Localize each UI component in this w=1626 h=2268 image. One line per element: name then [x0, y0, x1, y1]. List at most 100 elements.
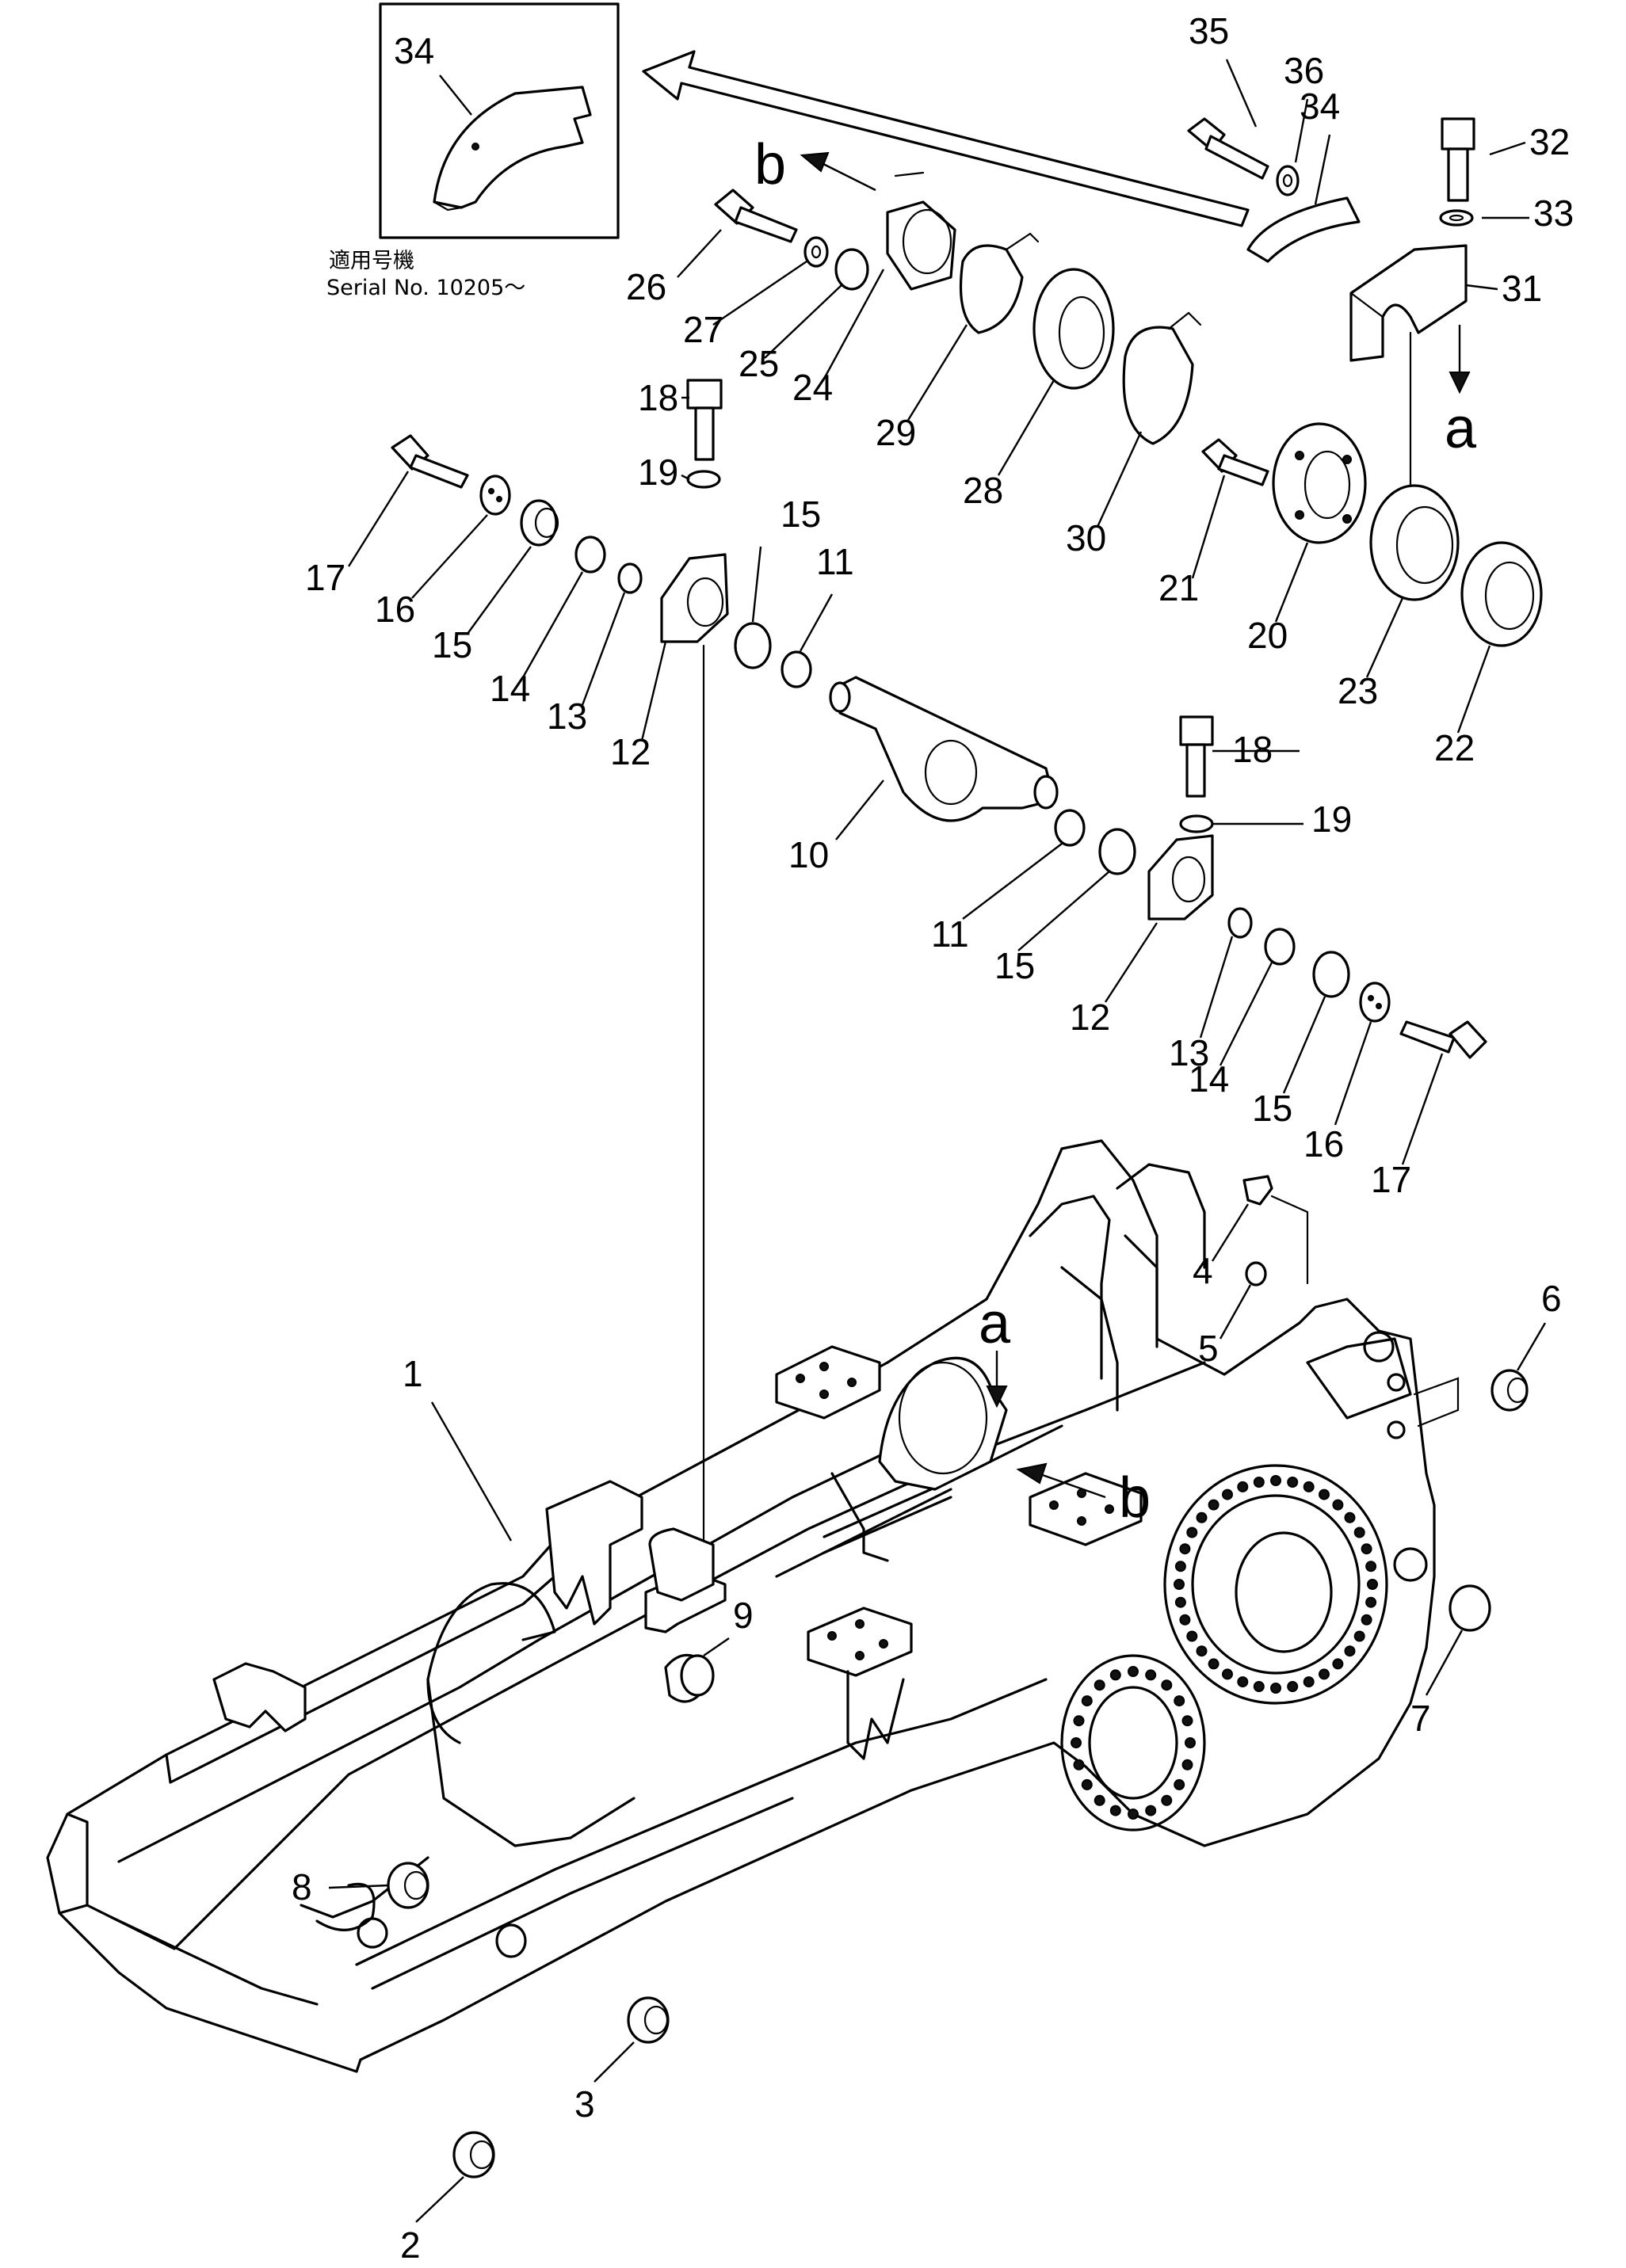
callout-c36: 36 — [1284, 50, 1324, 91]
leader-c29 — [906, 324, 968, 422]
bolt-hole — [1303, 1676, 1315, 1688]
leader-c15c — [1017, 871, 1110, 951]
frame-bushings — [387, 1175, 1529, 2178]
bolt-hole — [1109, 1669, 1121, 1681]
bearing-cap-31 — [1349, 244, 1468, 362]
callout-c20: 20 — [1247, 615, 1288, 656]
bolt-hole — [1361, 1614, 1372, 1626]
bolt-hole — [1332, 1499, 1344, 1511]
leader-c20 — [1274, 542, 1309, 623]
ring-20 — [1272, 422, 1367, 544]
bolt-hole — [1344, 1511, 1356, 1523]
bolt-hole — [1073, 1759, 1085, 1771]
bolt-hole — [1287, 1477, 1299, 1488]
bolt-hole — [1161, 1679, 1173, 1691]
callout-c34: 34 — [1300, 86, 1340, 127]
callout-c10: 10 — [788, 834, 829, 875]
callout-c4: 4 — [1193, 1250, 1213, 1291]
bolt-hole — [1344, 1645, 1356, 1657]
leader-c7 — [1425, 1630, 1464, 1696]
leader-c13a — [581, 592, 626, 706]
leader-c25 — [764, 284, 842, 359]
bolt-hole — [1174, 1561, 1186, 1572]
callout-c19a: 19 — [638, 452, 678, 493]
callout-c33: 33 — [1533, 192, 1574, 234]
bolt-hole — [1145, 1669, 1157, 1681]
callout-c30: 30 — [1066, 517, 1106, 558]
bolt-hole — [1196, 1511, 1208, 1523]
callout-c23: 23 — [1338, 670, 1378, 711]
callout-c14b: 14 — [1189, 1058, 1229, 1100]
leader-c3 — [594, 2041, 635, 2083]
bolt-hole — [1319, 1668, 1330, 1680]
callout-c2: 2 — [400, 2224, 421, 2266]
parts-upper-right — [1187, 117, 1475, 489]
callout-c6: 6 — [1541, 1278, 1562, 1319]
leader-c1 — [430, 1401, 513, 1542]
bolt-hole — [1185, 1737, 1196, 1748]
bolt-hole — [1174, 1579, 1185, 1590]
leader-c17b — [1401, 1053, 1444, 1165]
bolt-hole — [1094, 1794, 1105, 1806]
callout-c16a: 16 — [375, 589, 415, 630]
callout-c25: 25 — [739, 343, 779, 384]
callout-c1: 1 — [403, 1353, 423, 1394]
callout-c5: 5 — [1198, 1328, 1219, 1369]
bolt-hole — [1179, 1614, 1191, 1626]
inset-frame — [379, 2, 620, 239]
leader-c26 — [677, 229, 722, 278]
bolt-hole — [1128, 1809, 1139, 1820]
leader-c12b — [1104, 922, 1158, 1003]
view-letter-a-top: a — [1445, 397, 1477, 460]
bolt-hole — [1081, 1778, 1093, 1790]
bolt-hole — [1196, 1645, 1208, 1657]
bolt-hole — [1174, 1695, 1185, 1707]
bolt-hole — [1353, 1527, 1365, 1538]
bolt-hole — [1208, 1658, 1220, 1670]
callout-c13a: 13 — [547, 696, 587, 737]
bolt-hole — [1361, 1543, 1372, 1555]
leader-c30 — [1096, 431, 1143, 528]
inset-note-serial: Serial No. 10205～ — [326, 276, 525, 300]
callout-c14a: 14 — [490, 668, 530, 709]
callout-c3: 3 — [574, 2083, 595, 2125]
bolt-hole — [1073, 1715, 1085, 1727]
leader-c15a — [467, 546, 532, 635]
bolt-hole — [1332, 1658, 1344, 1670]
callout-c32: 32 — [1529, 121, 1570, 162]
leader-c11a — [799, 593, 834, 652]
leader-c16a — [411, 514, 488, 599]
callout-c17a: 17 — [305, 557, 345, 598]
leader-c6 — [1516, 1322, 1547, 1371]
bolt-hole — [1186, 1527, 1198, 1538]
view-letter-b-top: b — [754, 133, 786, 196]
callout-c18a: 18 — [638, 377, 678, 418]
bolt-hole — [1174, 1778, 1185, 1790]
leader-c4 — [1211, 1203, 1250, 1262]
leader-c35 — [1225, 59, 1258, 128]
bolt-hole — [1071, 1737, 1082, 1748]
bolt-hole — [1253, 1477, 1265, 1488]
callout-c13b: 13 — [1169, 1032, 1209, 1073]
leader-c36 — [1294, 98, 1309, 163]
bolt-hole — [1353, 1630, 1365, 1642]
leader-c28 — [997, 379, 1055, 476]
bolt-hole — [1181, 1759, 1193, 1771]
callout-c11a: 11 — [816, 541, 854, 582]
bolt-hole — [1174, 1596, 1186, 1608]
leader-c19a — [681, 474, 690, 481]
bolt-hole — [1319, 1488, 1330, 1500]
callout-c15d: 15 — [1252, 1088, 1292, 1129]
callout-c11b: 11 — [931, 913, 969, 955]
callout-c29: 29 — [876, 412, 916, 453]
bolt-hole — [1222, 1488, 1233, 1500]
inset-detail: 34 — [379, 2, 620, 239]
leader-c11b — [962, 843, 1063, 920]
parts-left-middle — [391, 379, 812, 1586]
leader-c21 — [1191, 475, 1226, 579]
bolt-hole — [1109, 1805, 1121, 1816]
leader-c15b — [751, 546, 762, 623]
leader-c32 — [1489, 141, 1526, 156]
bolt-hole — [1237, 1676, 1249, 1688]
